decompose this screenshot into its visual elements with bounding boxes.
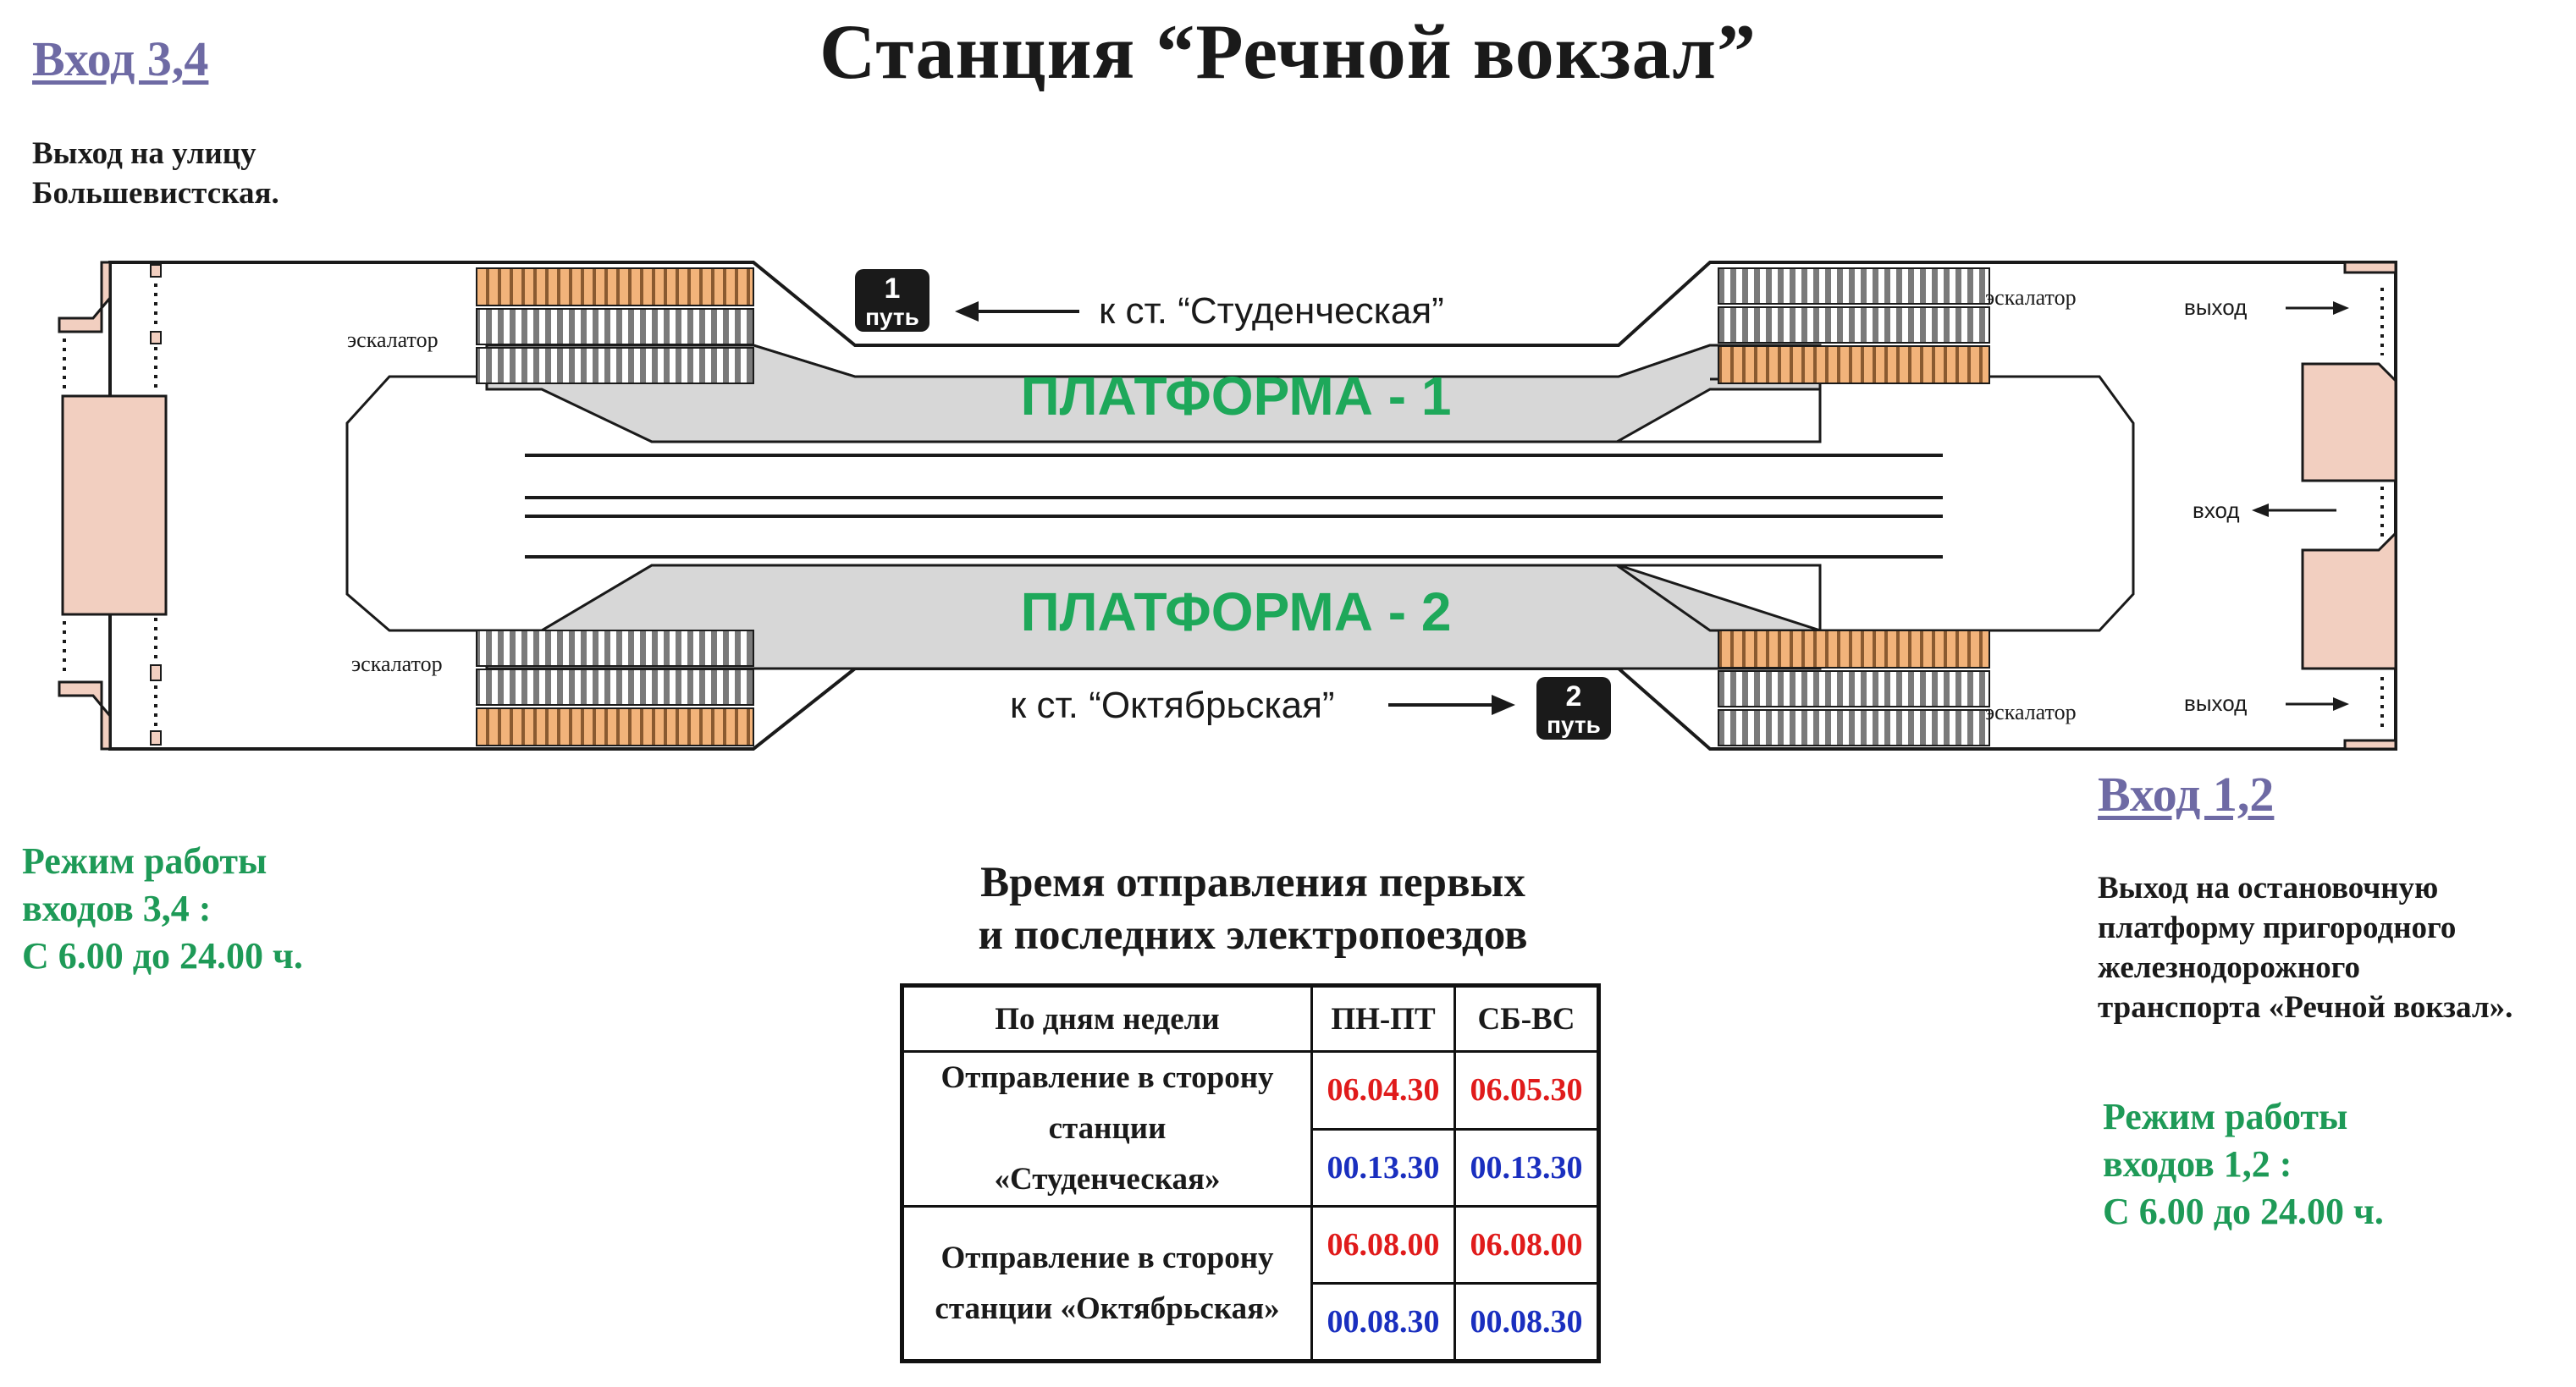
- escalator-bottom-left: [476, 630, 754, 746]
- last-train-weekend: 00.08.30: [1453, 1282, 1600, 1362]
- exit-arrow-bottom: [2286, 697, 2349, 711]
- entrance-34-heading: Вход 3,4: [32, 31, 209, 86]
- escalator-bottom-right: [1718, 630, 1990, 746]
- track-1-word: путь: [865, 304, 919, 330]
- last-train-weekday: 00.08.30: [1310, 1282, 1456, 1362]
- vestibule-right: [2301, 261, 2397, 751]
- platform-1-label: ПЛАТФОРМА - 1: [1021, 366, 1452, 427]
- track-2-word: путь: [1547, 712, 1601, 738]
- table-row: Отправление в сторону станции «Студенчес…: [901, 1050, 1600, 1208]
- exit-arrow-top: [2286, 301, 2349, 315]
- entrance-12-heading: Вход 1,2: [2098, 767, 2275, 822]
- first-train-weekday: 06.04.30: [1310, 1050, 1456, 1131]
- entrance-12-hours: Режим работы входов 1,2 : С 6.00 до 24.0…: [2103, 1096, 2384, 1232]
- track-2-number: 2: [1566, 680, 1582, 713]
- enter-label: вход: [2193, 498, 2240, 523]
- first-train-weekend: 06.08.00: [1453, 1205, 1600, 1285]
- exit-label-bottom: выход: [2184, 691, 2247, 716]
- platform-2-label: ПЛАТФОРМА - 2: [1021, 581, 1452, 642]
- escalator-top-right: [1718, 267, 1990, 384]
- escalator-top-left: [476, 267, 754, 384]
- schedule-header-row: По дням недели ПН-ПТ СБ-ВС: [901, 984, 1600, 1053]
- direction-cell: Отправление в сторону станции «Студенчес…: [901, 1050, 1313, 1208]
- track-1-number: 1: [885, 272, 901, 305]
- direction-2-label: к ст. “Октябрьская”: [1010, 685, 1335, 726]
- schedule-table: По дням недели ПН-ПТ СБ-ВС Отправление в…: [900, 983, 1601, 1363]
- track-2-badge: 2 путь: [1536, 677, 1611, 740]
- schedule-title: Время отправления первых и последних эле…: [978, 859, 1528, 959]
- enter-arrow: [2252, 504, 2336, 517]
- schedule-header-weekday: ПН-ПТ: [1310, 984, 1456, 1053]
- page-title: Станция “Речной вокзал”: [819, 8, 1757, 95]
- escalator-label-br: эскалатор: [1985, 700, 2077, 724]
- track-1-badge: 1 путь: [855, 269, 929, 332]
- schedule-header-label: По дням недели: [901, 984, 1313, 1053]
- table-row: Отправление в сторону станции «Октябрьск…: [901, 1205, 1600, 1362]
- escalator-label-bl: эскалатор: [351, 652, 443, 676]
- exit-label-top: выход: [2184, 294, 2247, 320]
- entrance-34-hours: Режим работы входов 3,4 : С 6.00 до 24.0…: [22, 840, 303, 977]
- direction-2-arrow: [1388, 695, 1515, 715]
- last-train-weekday: 00.13.30: [1310, 1127, 1456, 1208]
- escalator-label-tr: эскалатор: [1985, 285, 2077, 310]
- vestibule-left: [58, 261, 168, 751]
- table-row: 00.08.30 00.08.30: [902, 1282, 1600, 1362]
- entrance-12-description: Выход на остановочную платформу пригород…: [2098, 871, 2513, 1025]
- entrance-34-description: Выход на улицу Большевистская.: [32, 136, 279, 211]
- table-row: 00.13.30 00.13.30: [902, 1127, 1600, 1208]
- direction-1-label: к ст. “Студенческая”: [1099, 290, 1444, 332]
- schedule-header-weekend: СБ-ВС: [1453, 984, 1600, 1053]
- first-train-weekday: 06.08.00: [1310, 1205, 1456, 1285]
- escalator-label-tl: эскалатор: [347, 327, 439, 352]
- direction-1-arrow: [955, 301, 1079, 322]
- last-train-weekend: 00.13.30: [1453, 1127, 1600, 1208]
- direction-cell: Отправление в сторону станции «Октябрьск…: [901, 1205, 1313, 1362]
- first-train-weekend: 06.05.30: [1453, 1050, 1600, 1131]
